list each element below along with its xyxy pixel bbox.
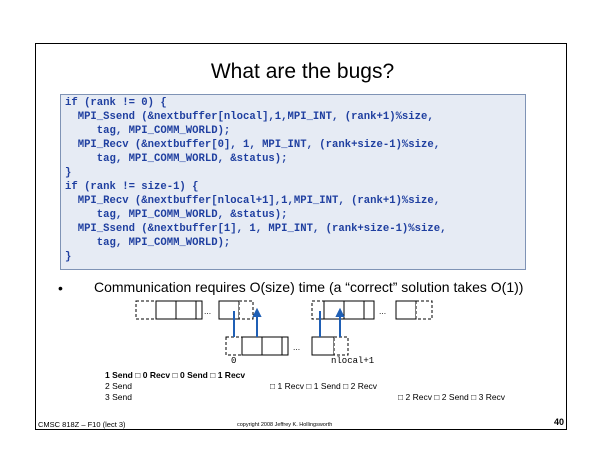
ellipsis: ... [293, 342, 301, 352]
index-nlocal-label: nlocal+1 [331, 356, 375, 366]
step-row-2-detail: □ 1 Recv □ 1 Send □ 2 Recv [270, 381, 378, 391]
ghost-cell-left [225, 336, 243, 356]
buffer-cell [175, 300, 197, 320]
bullet-text: Communication requires O(size) time (a “… [94, 279, 524, 295]
buffer-cell [195, 300, 203, 320]
arrow-head [252, 307, 262, 317]
buffer-cell [343, 300, 365, 320]
top-row-buffers [135, 300, 433, 320]
step-row-1: 1 Send □ 0 Recv □ 0 Send □ 1 Recv [105, 370, 246, 380]
buffer-cell [395, 300, 417, 320]
ghost-cell-left [311, 300, 325, 320]
step-row-3-label: 3 Send [105, 392, 132, 402]
buffer-cell [363, 300, 375, 320]
code-line: tag, MPI_COMM_WORLD); [65, 125, 231, 137]
slide-title: What are the bugs? [210, 60, 395, 83]
step-row-3-detail: □ 2 Recv □ 2 Send □ 3 Recv [398, 392, 506, 402]
code-line: if (rank != 0) { [65, 97, 167, 109]
slide-frame [35, 43, 567, 430]
code-line: tag, MPI_COMM_WORLD); [65, 237, 231, 249]
footer-course: CMSC 818Z – F10 (lect 3) [38, 420, 126, 429]
ghost-cell-right [333, 336, 349, 356]
code-line: if (rank != size-1) { [65, 181, 199, 193]
buffer-cell [218, 300, 240, 320]
code-line: } [65, 167, 72, 179]
code-line: MPI_Recv (&nextbuffer[0], 1, MPI_INT, (r… [65, 139, 441, 151]
code-line: MPI_Ssend (&nextbuffer[1], 1, MPI_INT, (… [65, 223, 447, 235]
index-zero-label: 0 [231, 356, 237, 366]
code-line: } [65, 251, 72, 263]
code-line: MPI_Ssend (&nextbuffer[nlocal],1,MPI_INT… [65, 111, 434, 123]
footer-copyright: copyright 2008 Jeffrey K. Hollingsworth [237, 422, 333, 428]
page-number: 40 [554, 417, 565, 427]
buffer-cell [241, 336, 263, 356]
middle-row-buffers [225, 336, 349, 356]
buffer-cell [311, 336, 335, 356]
code-block: if (rank != 0) { MPI_Ssend (&nextbuffer[… [60, 94, 526, 270]
code-line: tag, MPI_COMM_WORLD, &status); [65, 153, 288, 165]
arrow-head [335, 307, 345, 317]
code-line: MPI_Recv (&nextbuffer[nlocal+1],1,MPI_IN… [65, 195, 441, 207]
buffer-cell [155, 300, 177, 320]
ellipsis: ... [379, 306, 387, 316]
ghost-cell-left [135, 300, 157, 320]
bullet-marker: • [58, 280, 63, 296]
step-row-2-label: 2 Send [105, 381, 132, 391]
buffer-cell [261, 336, 283, 356]
ghost-cell-right [415, 300, 433, 320]
buffer-cell [281, 336, 289, 356]
ghost-cell-right [238, 300, 254, 320]
code-line: tag, MPI_COMM_WORLD, &status); [65, 209, 288, 221]
transfer-arrows [233, 307, 345, 337]
ellipsis: ... [204, 306, 212, 316]
